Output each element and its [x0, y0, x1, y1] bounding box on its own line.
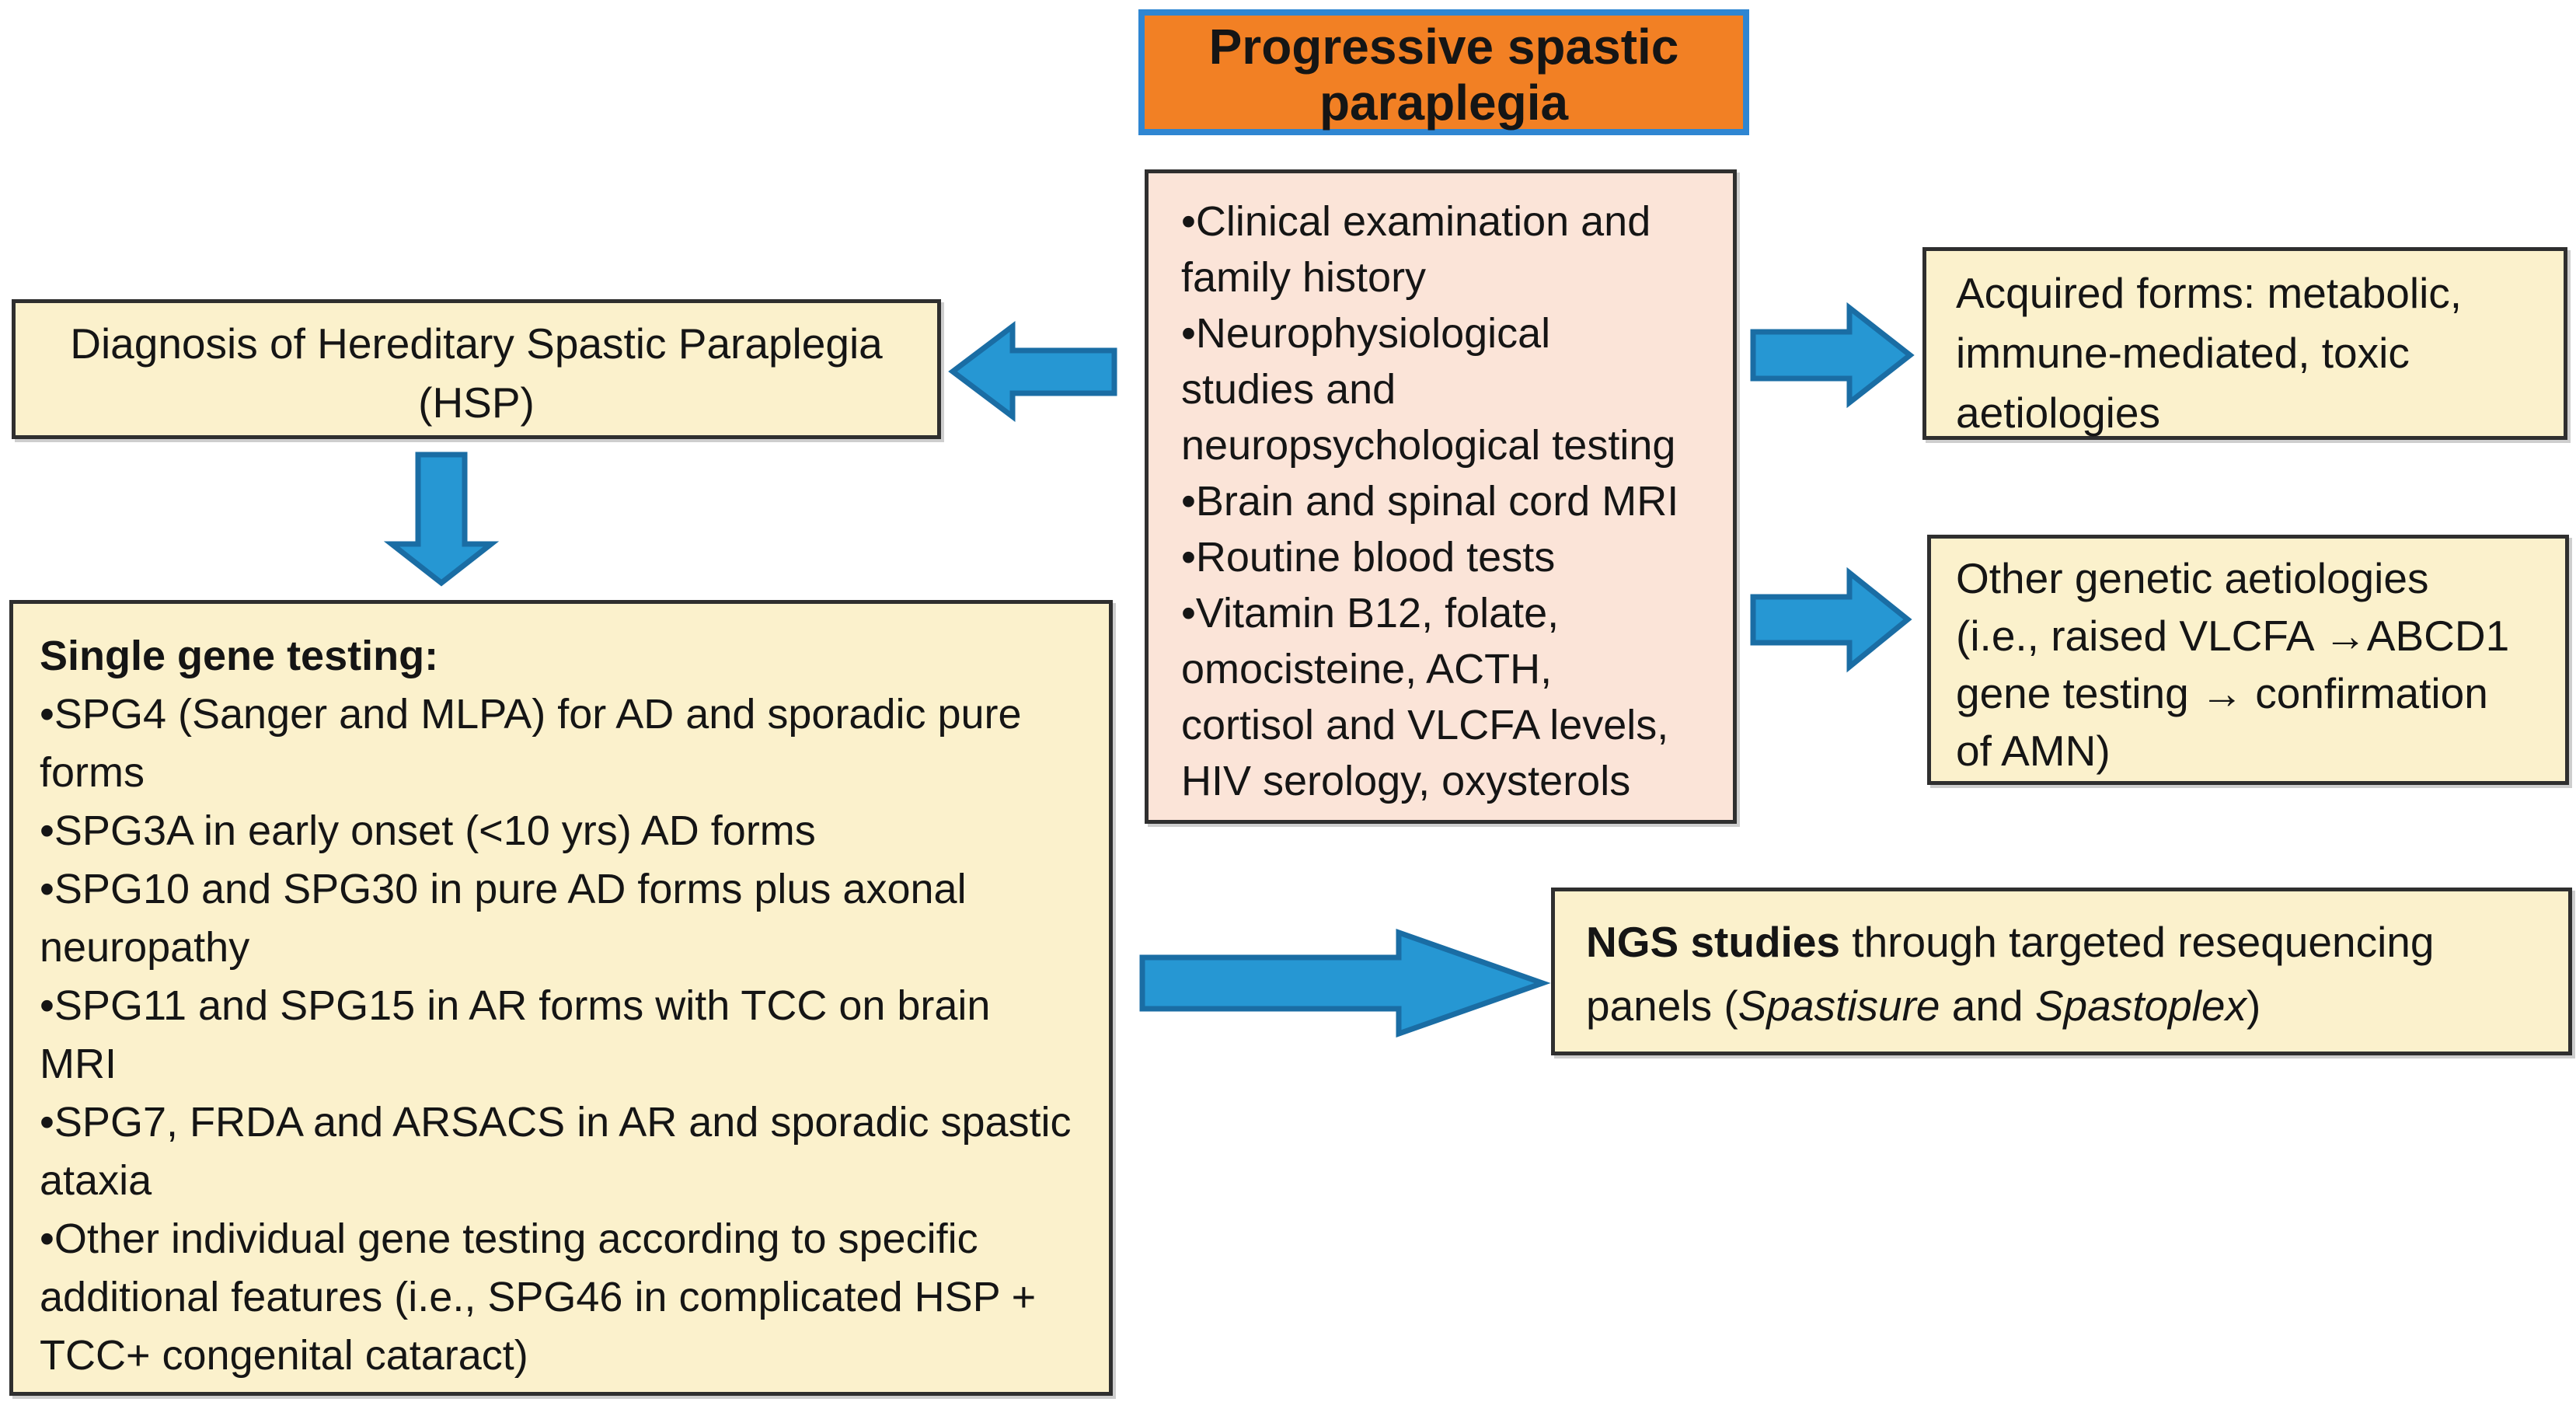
ngs-bold-lead: NGS studies	[1586, 918, 1841, 966]
text-line: TCC+ congenital cataract)	[40, 1332, 528, 1379]
text-line: •SPG3A in early onset (<10 yrs) AD forms	[40, 807, 816, 854]
arrow-single-gene-to-ngs	[1139, 929, 1551, 1038]
single-gene-testing-heading: Single gene testing:	[40, 633, 439, 679]
text-line: Acquired forms: metabolic,	[1956, 269, 2463, 317]
arrow-workup-to-acquired	[1750, 302, 1915, 409]
ngs-line-2: panels (Spastisure and Spastoplex)	[1586, 974, 2553, 1038]
diagnostic-workup-box: •Clinical examination and family history •…	[1145, 169, 1737, 824]
acquired-forms-box: Acquired forms: metabolic, immune-mediate…	[1922, 247, 2567, 440]
text-line: family history	[1181, 254, 1427, 301]
text-line: HIV serology, oxysterols	[1181, 758, 1631, 804]
text-line: neuropathy	[40, 924, 250, 971]
text-line: •Other individual gene testing according…	[40, 1215, 978, 1262]
text-line: •Vitamin B12, folate,	[1181, 590, 1560, 636]
text-line: additional features (i.e., SPG46 in comp…	[40, 1274, 1037, 1320]
single-gene-testing-lines: •SPG4 (Sanger and MLPA) for AD and spora…	[40, 685, 1093, 1385]
text-line: neuropsychological testing	[1181, 422, 1676, 469]
ngs-line2-end: )	[2247, 982, 2261, 1030]
ngs-line-1: NGS studies through targeted resequencin…	[1586, 910, 2553, 974]
ngs-line2-pre: panels (	[1586, 982, 1738, 1030]
text-line: •SPG7, FRDA and ARSACS in AR and sporadi…	[40, 1099, 1072, 1146]
other-genetic-aetiologies-box: Other genetic aetiologies (i.e., raised V…	[1927, 535, 2569, 785]
text-line: •Brain and spinal cord MRI	[1181, 478, 1679, 525]
text-line: (i.e., raised VLCFA →ABCD1	[1956, 612, 2510, 660]
text-line: cortisol and VLCFA levels,	[1181, 702, 1669, 748]
single-gene-testing-box: Single gene testing: •SPG4 (Sanger and M…	[9, 600, 1113, 1396]
ngs-panel-name-spastoplex: Spastoplex	[2034, 982, 2247, 1030]
ngs-line1-rest: through targeted resequencing	[1840, 918, 2435, 966]
hsp-diagnosis-box: Diagnosis of Hereditary Spastic Parapleg…	[12, 299, 941, 439]
text-line: Other genetic aetiologies	[1956, 554, 2429, 602]
arrow-workup-to-other-genetic	[1750, 567, 1912, 673]
text-line: gene testing → confirmation	[1956, 669, 2488, 717]
text-line: Diagnosis of Hereditary Spastic Parapleg…	[70, 319, 883, 368]
ngs-studies-box: NGS studies through targeted resequencin…	[1551, 888, 2572, 1055]
text-line: paraplegia	[1319, 75, 1569, 131]
ngs-panel-name-spastisure: Spastisure	[1738, 982, 1940, 1030]
text-line: Progressive spastic	[1208, 19, 1679, 75]
text-line: •SPG4 (Sanger and MLPA) for AD and spora…	[40, 691, 1022, 738]
ngs-line2-mid: and	[1940, 982, 2035, 1030]
text-line: •Neurophysiological	[1181, 310, 1551, 357]
text-line: forms	[40, 749, 145, 796]
text-line: aetiologies	[1956, 389, 2160, 437]
text-line: immune-mediated, toxic	[1956, 329, 2410, 377]
text-line: •Routine blood tests	[1181, 534, 1556, 581]
text-line: (HSP)	[418, 378, 535, 427]
arrow-hsp-to-single-gene	[383, 452, 500, 587]
text-line: •SPG11 and SPG15 in AR forms with TCC on…	[40, 982, 991, 1029]
text-line: omocisteine, ACTH,	[1181, 646, 1553, 692]
text-line: ataxia	[40, 1157, 152, 1204]
text-line: studies and	[1181, 366, 1396, 413]
text-line: MRI	[40, 1041, 117, 1087]
text-line: of AMN)	[1956, 727, 2111, 775]
arrow-workup-to-hsp	[948, 320, 1117, 423]
text-line: •Clinical examination and	[1181, 198, 1651, 245]
text-line: •SPG10 and SPG30 in pure AD forms plus a…	[40, 866, 967, 912]
